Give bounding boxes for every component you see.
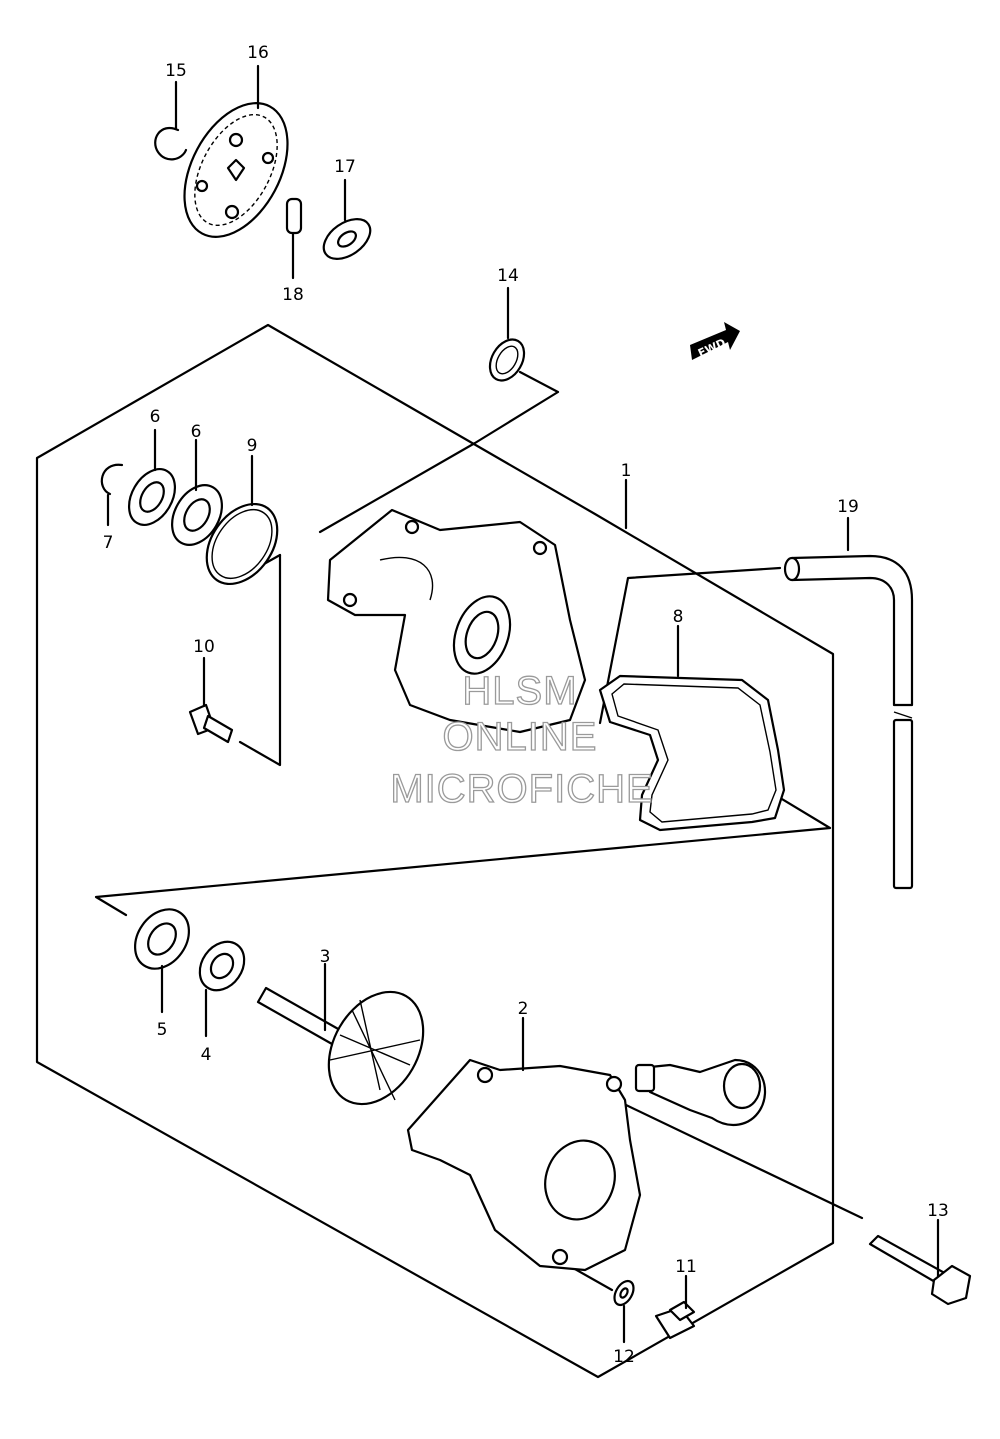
- callout-12: 12: [613, 1347, 635, 1367]
- callout-16: 16: [247, 43, 269, 63]
- callout-11: 11: [675, 1257, 697, 1277]
- part-10-bolt: [188, 703, 234, 744]
- part-17-washer: [322, 218, 372, 260]
- callout-labels: 15 16 17 18 14 6 6 9 7 1 19 8 10 5 4 3 2…: [103, 43, 949, 1367]
- watermark-line-2: ONLINE: [443, 715, 598, 759]
- part-6-bearing-b: [171, 484, 223, 546]
- callout-6b: 6: [191, 422, 202, 442]
- part-18-pin: [285, 197, 303, 235]
- leader-lines: [106, 64, 940, 1344]
- callout-4: 4: [201, 1045, 212, 1065]
- part-13-flange-bolt: [868, 1234, 972, 1306]
- callout-3: 3: [320, 947, 331, 967]
- callout-8: 8: [673, 607, 684, 627]
- watermark-line-3: MICROFICHE: [390, 767, 653, 811]
- assembly-outline: [35, 323, 835, 1379]
- part-11-bolt: [654, 1300, 696, 1340]
- callout-19: 19: [837, 497, 859, 517]
- callout-10: 10: [193, 637, 215, 657]
- callout-1: 1: [621, 461, 632, 481]
- callout-17: 17: [334, 157, 356, 177]
- part-9-o-ring: [205, 502, 279, 586]
- callout-15: 15: [165, 61, 187, 81]
- callout-9: 9: [247, 436, 258, 456]
- watermark: HLSM ONLINE MICROFICHE: [390, 668, 654, 811]
- callout-7: 7: [103, 533, 114, 553]
- part-15-circlip: [154, 127, 188, 161]
- part-12-washer: [613, 1279, 635, 1307]
- part-2-pump-cover: [406, 1058, 767, 1272]
- part-4-mechanical-seal: [198, 940, 246, 992]
- part-5-oil-seal: [134, 908, 190, 970]
- part-16-gear: [183, 102, 289, 238]
- part-7-e-clip: [100, 463, 124, 496]
- callout-6a: 6: [150, 407, 161, 427]
- fwd-arrow-icon: FWD: [690, 322, 740, 360]
- part-6-bearing-a: [127, 468, 177, 526]
- callout-2: 2: [518, 999, 529, 1019]
- part-3-impeller: [256, 986, 425, 1106]
- callout-14: 14: [497, 266, 519, 286]
- part-1-pump-case: [326, 508, 587, 734]
- part-14-o-ring: [488, 338, 526, 382]
- callout-18: 18: [282, 285, 304, 305]
- part-19-hose: [783, 554, 914, 890]
- watermark-line-1: HLSM: [462, 669, 577, 713]
- part-8-gasket: [598, 674, 786, 832]
- callout-13: 13: [927, 1201, 949, 1221]
- callout-5: 5: [157, 1020, 168, 1040]
